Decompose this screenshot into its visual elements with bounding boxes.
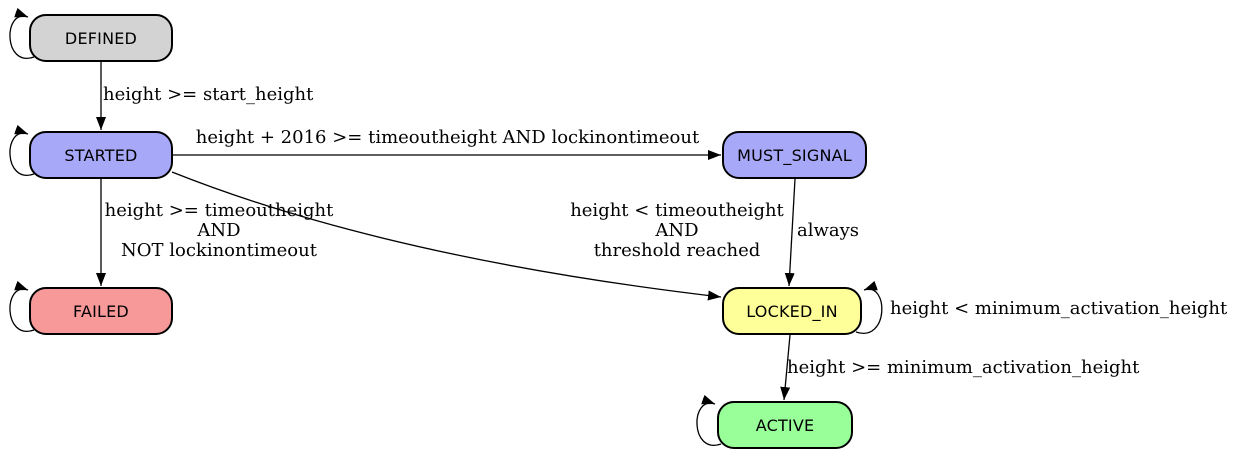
- edge-label-started-failed: height >= timeoutheight AND NOT lockinon…: [99, 201, 339, 261]
- edge-label-line: threshold reached: [593, 240, 761, 261]
- self-loop-failed: [9, 280, 35, 332]
- state-label-started: STARTED: [64, 145, 138, 165]
- self-loop-active: [696, 394, 722, 446]
- edge-label-line: height + 2016 >= timeoutheight AND locki…: [195, 127, 700, 148]
- edge-label-mustsignal-lockedin: always: [797, 221, 859, 241]
- state-node-locked-in: LOCKED_IN: [722, 287, 862, 335]
- edge-label-lockedin-active: height >= minimum_activation_height: [787, 358, 1139, 378]
- edge-started-lockedin: [171, 171, 722, 301]
- edge-label-line: height < minimum_activation_height: [890, 298, 1228, 319]
- edge-label-defined-started: height >= start_height: [103, 85, 313, 105]
- self-loop-started: [9, 124, 35, 176]
- state-label-locked-in: LOCKED_IN: [746, 301, 838, 321]
- edge-label-line: AND: [197, 220, 241, 241]
- state-node-must-signal: MUST_SIGNAL: [722, 131, 867, 179]
- edge-label-line: always: [797, 220, 860, 241]
- edge-label-line: height >= timeoutheight: [104, 200, 334, 221]
- edge-label-started-lockedin: height < timeoutheight AND threshold rea…: [556, 201, 798, 261]
- state-node-defined: DEFINED: [29, 14, 173, 62]
- state-label-failed: FAILED: [73, 301, 129, 321]
- state-label-active: ACTIVE: [755, 415, 815, 435]
- edge-label-line: height < timeoutheight: [570, 200, 784, 221]
- self-loop-lockedin: [855, 280, 883, 334]
- edge-mustsignal-lockedin: [784, 178, 796, 287]
- edge-lockedin-active: [780, 334, 791, 401]
- state-node-started: STARTED: [29, 131, 173, 179]
- self-loop-defined: [9, 7, 35, 59]
- state-label-must-signal: MUST_SIGNAL: [737, 145, 852, 165]
- edge-label-line: NOT lockinontimeout: [121, 240, 317, 261]
- edge-label-started-mustsignal: height + 2016 >= timeoutheight AND locki…: [180, 128, 715, 148]
- state-node-failed: FAILED: [29, 287, 173, 335]
- edge-label-line: AND: [655, 220, 699, 241]
- state-node-active: ACTIVE: [717, 401, 853, 449]
- state-label-defined: DEFINED: [64, 28, 138, 48]
- edge-label-line: height >= start_height: [103, 84, 314, 105]
- edge-label-lockedin-self: height < minimum_activation_height: [890, 299, 1227, 319]
- edge-label-line: height >= minimum_activation_height: [787, 357, 1140, 378]
